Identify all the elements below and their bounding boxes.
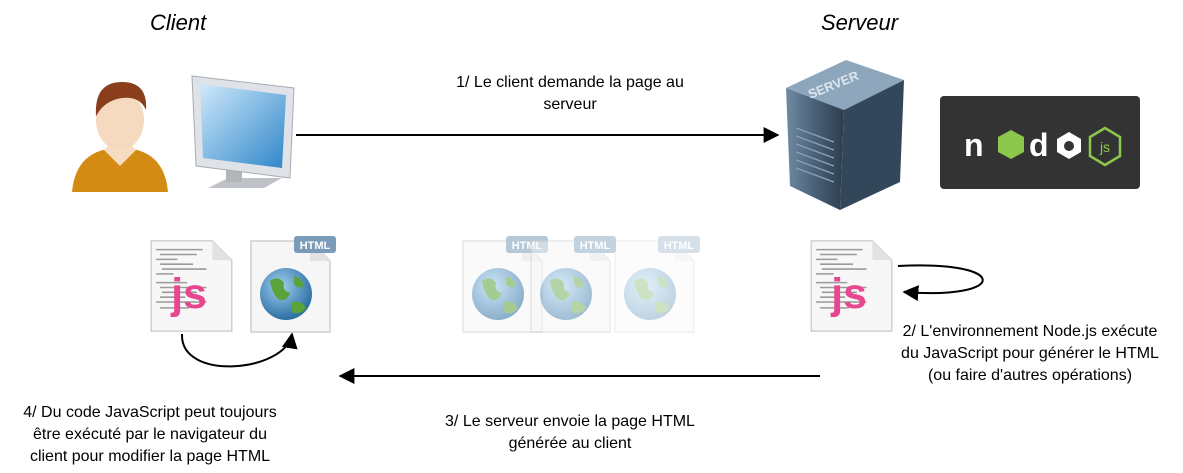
- user-icon: [72, 82, 168, 192]
- svg-text:js: js: [1099, 139, 1110, 155]
- client-heading: Client: [150, 10, 207, 35]
- svg-text:n: n: [964, 127, 984, 163]
- svg-text:d: d: [1029, 127, 1049, 163]
- monitor-icon: [191, 75, 295, 188]
- client-html-globe-icon: [250, 236, 337, 333]
- server-icon: SERVER: [786, 60, 904, 210]
- nodejs-logo: n d js: [940, 96, 1140, 189]
- server-heading: Serveur: [821, 10, 899, 35]
- server-js-file-icon: [810, 240, 893, 332]
- client-js-file-icon: [150, 240, 233, 332]
- server-loop-arrow: [897, 264, 984, 302]
- client-loop-arrow: [180, 332, 298, 368]
